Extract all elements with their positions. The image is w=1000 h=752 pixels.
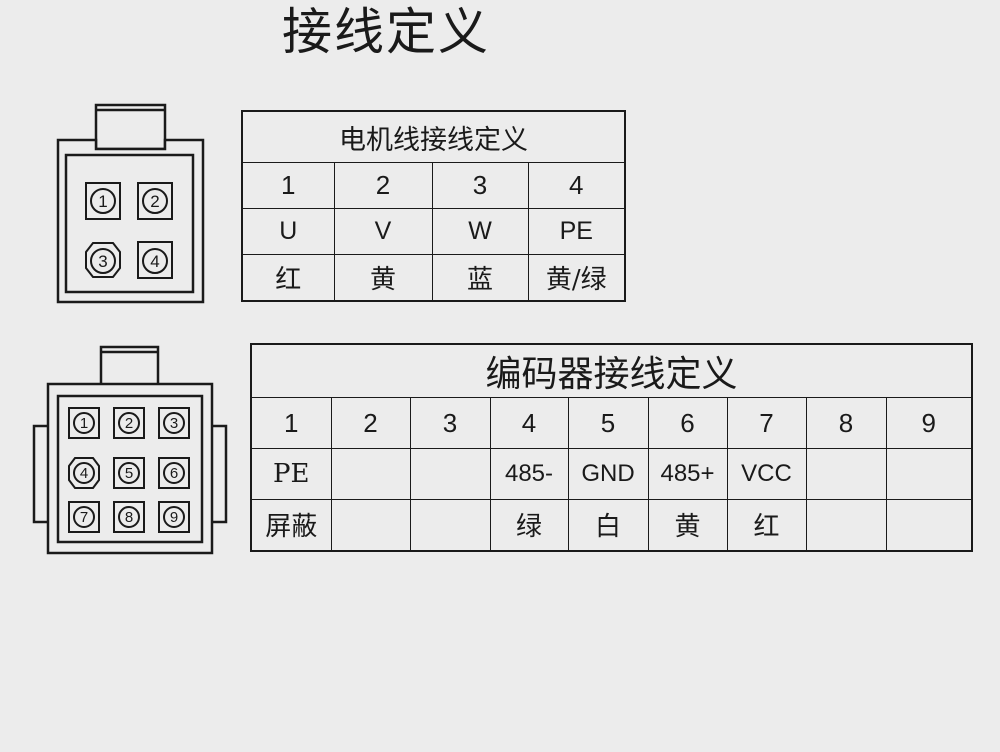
encoder-pin-wire-color — [330, 499, 411, 551]
encoder-pin-wire-color: 屏蔽 — [250, 499, 332, 551]
encoder-pin-num: 6 — [647, 397, 728, 449]
encoder-pin-num: 8 — [805, 397, 887, 449]
encoder-pin-wire-color: 红 — [726, 499, 807, 551]
encoder-pin-wire-color: 黄 — [647, 499, 728, 551]
motor-pin-1-socket — [85, 182, 121, 220]
motor-pin-num: 1 — [241, 162, 335, 209]
encoder-connector-latch — [99, 345, 160, 387]
motor-pin-wire-color: 蓝 — [431, 254, 529, 301]
motor-pin-2-socket — [137, 182, 173, 220]
motor-pin-num: 2 — [333, 162, 433, 209]
motor-pin-label-1: 1 — [98, 192, 107, 211]
page-title: 接线定义 — [282, 3, 490, 61]
encoder-pin-label-6: 6 — [170, 465, 178, 482]
encoder-connector-diagram: 1 2 3 4 5 6 7 8 9 — [32, 345, 228, 555]
encoder-wiring-table: 编码器接线定义 1 2 3 4 5 6 7 8 9 PE 485- GND 48… — [250, 343, 974, 552]
encoder-pin-num: 5 — [567, 397, 649, 449]
motor-pin-wire-color: 黄 — [333, 254, 433, 301]
motor-pin-3-socket — [85, 242, 121, 278]
encoder-pin-label-7: 7 — [80, 509, 88, 526]
motor-pin-wire-color: 黄/绿 — [527, 254, 626, 301]
motor-pin-3-circle — [90, 248, 116, 274]
motor-pin-signal: PE — [527, 208, 626, 255]
encoder-pin-wire-color: 白 — [567, 499, 649, 551]
encoder-connector-inner — [56, 394, 204, 544]
motor-pin-4-circle — [142, 248, 168, 274]
motor-pin-label-2: 2 — [150, 192, 159, 211]
encoder-pin-label-1: 1 — [80, 415, 88, 432]
motor-pin-num: 3 — [431, 162, 529, 209]
encoder-pin-signal: VCC — [726, 448, 807, 500]
table-row: 红 黄 蓝 黄/绿 — [241, 254, 626, 301]
encoder-pin-signal — [409, 448, 491, 500]
motor-pin-4-socket — [137, 241, 173, 279]
motor-pin-label-4: 4 — [150, 252, 159, 271]
encoder-pin-signal: 485- — [489, 448, 569, 500]
encoder-pin-label-5: 5 — [125, 465, 133, 482]
encoder-pin-label-8: 8 — [125, 509, 133, 526]
encoder-pin-num: 4 — [489, 397, 569, 449]
encoder-pin-num: 9 — [885, 397, 973, 449]
encoder-pin-num: 3 — [409, 397, 491, 449]
motor-connector-inner — [64, 153, 195, 294]
table-row: U V W PE — [241, 208, 626, 255]
encoder-pin-wire-color — [805, 499, 887, 551]
encoder-pin-num: 2 — [330, 397, 411, 449]
table-row: PE 485- GND 485+ VCC — [250, 448, 973, 500]
motor-pin-signal: W — [431, 208, 529, 255]
encoder-pin-label-2: 2 — [125, 415, 133, 432]
encoder-pin-num: 1 — [250, 397, 332, 449]
encoder-pin-signal: 485+ — [647, 448, 728, 500]
motor-pin-num: 4 — [527, 162, 626, 209]
encoder-pin-wire-color: 绿 — [489, 499, 569, 551]
encoder-pin-wire-color — [409, 499, 491, 551]
encoder-pin-signal: PE — [250, 448, 332, 500]
encoder-pin-wire-color — [885, 499, 973, 551]
motor-connector-diagram: 1 2 3 4 — [56, 103, 205, 304]
motor-wiring-table: 电机线接线定义 1 2 3 4 U V W PE 红 黄 蓝 黄/绿 — [241, 110, 626, 302]
encoder-table-caption: 编码器接线定义 — [250, 343, 973, 398]
encoder-pin-signal: GND — [567, 448, 649, 500]
table-row: 1 2 3 4 5 6 7 8 9 — [250, 397, 973, 449]
motor-pin-label-3: 3 — [98, 252, 107, 271]
encoder-pin-signal — [805, 448, 887, 500]
encoder-pin-signal — [885, 448, 973, 500]
encoder-pin-num: 7 — [726, 397, 807, 449]
motor-pin-2-circle — [142, 188, 168, 214]
motor-table-caption: 电机线接线定义 — [241, 110, 626, 163]
motor-pin-wire-color: 红 — [241, 254, 335, 301]
encoder-pin-label-9: 9 — [170, 509, 178, 526]
motor-pin-signal: U — [241, 208, 335, 255]
encoder-pin-signal — [330, 448, 411, 500]
motor-pin-1-circle — [90, 188, 116, 214]
table-row: 屏蔽 绿 白 黄 红 — [250, 499, 973, 551]
motor-pin-signal: V — [333, 208, 433, 255]
table-row: 1 2 3 4 — [241, 162, 626, 209]
encoder-pin-label-4: 4 — [80, 465, 88, 482]
encoder-pin-label-3: 3 — [170, 415, 178, 432]
